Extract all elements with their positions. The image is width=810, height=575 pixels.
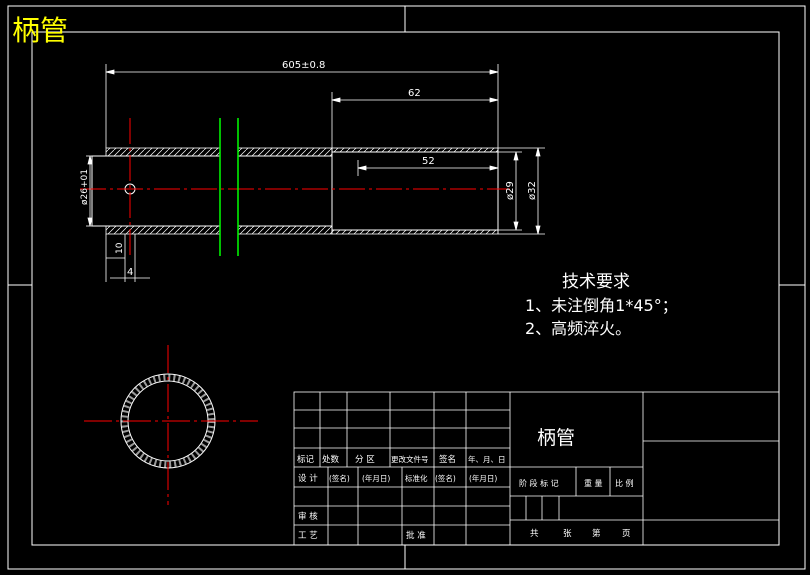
dim-bore-length: 52 xyxy=(422,156,435,167)
title-block xyxy=(293,391,780,546)
drawing-frame xyxy=(7,5,806,570)
title-block-cell: 分 区 xyxy=(355,455,375,465)
title-block-cell: 第 xyxy=(592,528,601,539)
title-block-cell: 年、月、日 xyxy=(468,454,506,464)
dimension-lines xyxy=(86,64,545,282)
dim-bore-diameter: ø29 xyxy=(505,181,516,200)
title-block-cell: 处数 xyxy=(322,454,340,465)
technical-requirements: 技术要求 1、未注倒角1*45°； 2、高频淬火。 xyxy=(525,272,678,338)
tube-end-view xyxy=(84,345,258,505)
title-block-cell: 工 艺 xyxy=(298,531,318,541)
title-block-cell: 页 xyxy=(622,529,631,539)
title-block-cell: 设 计 xyxy=(298,473,318,484)
title-block-cell: 比 例 xyxy=(615,478,634,488)
title-block-cell: (签名) xyxy=(329,473,350,483)
title-block-cell: 重 量 xyxy=(584,478,603,488)
tube-section-view xyxy=(80,118,510,256)
title-block-cell: 阶 段 标 记 xyxy=(519,478,559,488)
sheet-title: 柄管 xyxy=(12,14,68,47)
requirements-heading: 技术要求 xyxy=(562,272,630,292)
title-block-cell: 标记 xyxy=(297,454,315,465)
dim-hole-offset: 10 xyxy=(115,242,125,254)
title-block-cell: (签名) xyxy=(435,473,456,483)
title-block-cell: 批 准 xyxy=(406,530,426,541)
dim-outer-diameter: ø32 xyxy=(527,181,538,200)
title-block-cell: (年月日) xyxy=(469,473,497,483)
dim-overall-length: 605±0.8 xyxy=(282,60,325,71)
title-block-cell: 签名 xyxy=(439,454,456,465)
requirement-item: 2、高频淬火。 xyxy=(525,319,631,338)
title-block-cell: (年月日) xyxy=(362,473,390,483)
requirement-item: 1、未注倒角1*45°； xyxy=(525,296,678,315)
title-block-cell: 标准化 xyxy=(405,473,428,483)
title-block-cell: 张 xyxy=(563,529,572,539)
dim-hole-size: 4 xyxy=(127,267,133,278)
title-block-cell: 审 核 xyxy=(298,511,318,522)
dim-section-length: 62 xyxy=(408,88,421,99)
title-block-cell: 共 xyxy=(530,529,539,539)
dim-pin-hole-diameter: ø26+01 xyxy=(80,169,90,205)
title-block-cell: 更改文件号 xyxy=(391,454,429,464)
part-name: 柄管 xyxy=(537,427,575,449)
